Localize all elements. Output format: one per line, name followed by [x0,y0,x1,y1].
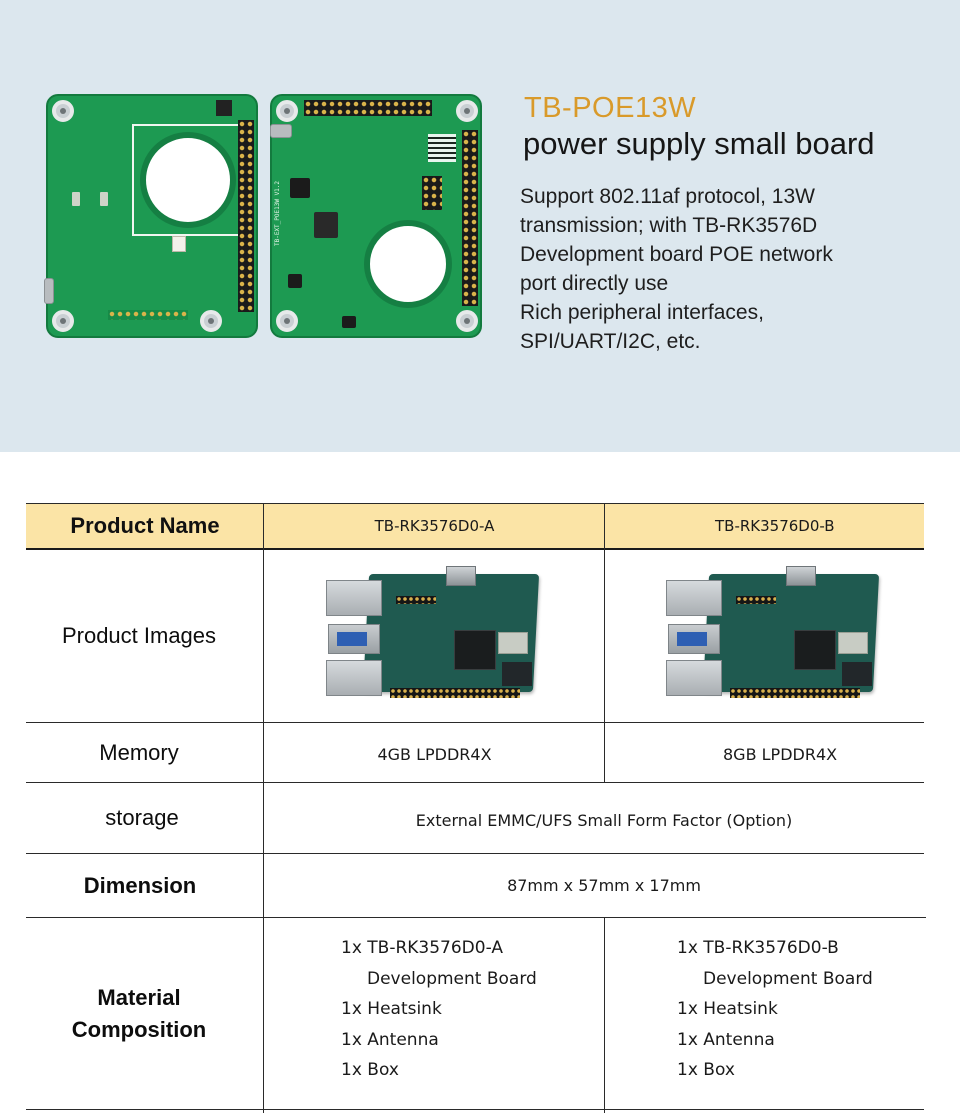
material-list-b: 1x TB-RK3576D0-B Development Board 1x He… [677,933,873,1086]
hero-subtitle: power supply small board [523,126,875,161]
material-item: 1x Heatsink [341,999,442,1020]
hero-title: TB-POE13W [524,92,697,124]
row-label-storage: storage [105,805,179,830]
material-item: 1x TB-RK3576D0-B [677,938,839,958]
header-model-a: TB-RK3576D0-A [374,517,495,535]
poe-board-bottom [44,94,258,338]
hero-description-line: SPI/UART/I2C, etc. [520,330,701,353]
row-label-dimension: Dimension [83,872,197,898]
hero-description-line: Development board POE network [520,243,833,266]
header-model-b: TB-RK3576D0-B [715,517,835,535]
header-product-name: Product Name [70,513,220,538]
row-label-product-images: Product Images [61,623,217,648]
hero-description-line: Rich peripheral interfaces, [520,301,764,324]
poe-board-photo: TB-EXT_POE13W V1.2 [44,94,486,338]
product-image-b [666,566,880,702]
hero-description-line: port directly use [520,272,669,295]
memory-value-b: 8GB LPDDR4X [723,745,838,764]
material-item: 1x Box [341,1060,399,1081]
storage-value: External EMMC/UFS Small Form Factor (Opt… [415,810,793,830]
material-list-a: 1x TB-RK3576D0-A Development Board 1x He… [341,933,537,1086]
material-item: 1x Heatsink [677,999,778,1020]
hero-description-line: Support 802.11af protocol, 13W [520,185,815,208]
dimension-value: 87mm x 57mm x 17mm [507,876,701,895]
hero-description: Support 802.11af protocol, 13W transmiss… [520,182,940,356]
memory-value-a: 4GB LPDDR4X [377,745,492,764]
hero-banner: TB-EXT_POE13W V1.2 TB-POE13W power suppl… [0,0,960,452]
row-label-material-line: Composition [71,1016,207,1042]
board-silkscreen: TB-EXT_POE13W V1.2 [274,180,281,246]
table-header-row [26,503,924,549]
row-label-material-composition: Material Composition [26,918,252,1109]
material-item: Development Board [367,968,537,989]
material-item: 1x TB-RK3576D0-A [341,938,503,958]
material-item: 1x Antenna [341,1029,439,1050]
material-item: Development Board [703,968,873,989]
row-label-memory: Memory [99,739,179,765]
material-item: 1x Box [677,1060,735,1081]
row-label-material-line: Material [97,984,181,1010]
hero-description-line: transmission; with TB-RK3576D [520,214,818,237]
poe-board-top: TB-EXT_POE13W V1.2 [270,94,482,338]
product-image-a [326,566,540,702]
material-item: 1x Antenna [677,1029,775,1050]
